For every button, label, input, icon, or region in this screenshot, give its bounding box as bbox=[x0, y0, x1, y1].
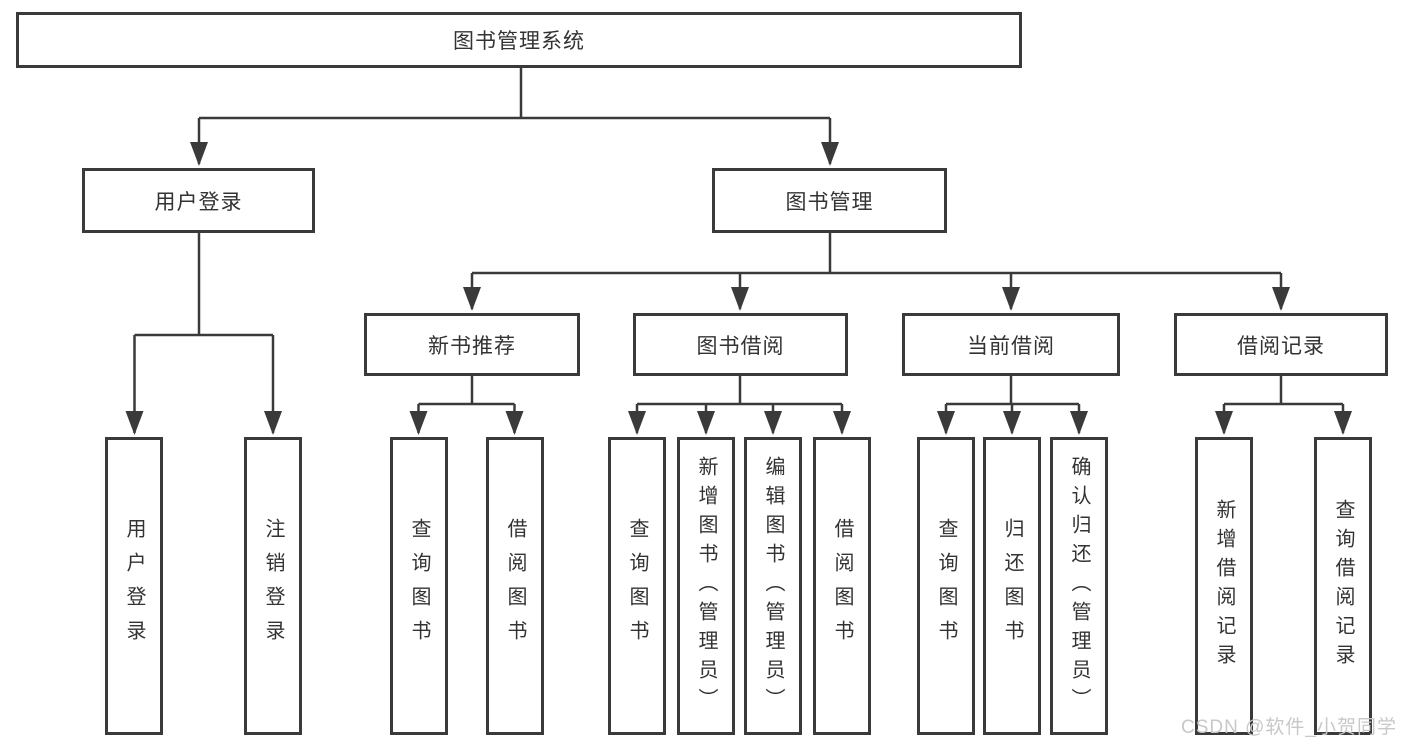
csdn-watermark: CSDN @软件_小贺同学 bbox=[1181, 717, 1397, 738]
leaf-add-books-admin: 新增图书（管理员） bbox=[677, 437, 735, 735]
node-book-management-branch: 图书管理 bbox=[712, 168, 947, 233]
leaf-borrow-books: 借阅图书 bbox=[813, 437, 871, 735]
leaf-query-borrow-record: 查询借阅记录 bbox=[1314, 437, 1372, 735]
leaf-label: 归还图书 bbox=[1001, 518, 1023, 654]
node-label: 新书推荐 bbox=[428, 334, 516, 358]
leaf-user-login: 用户登录 bbox=[105, 437, 163, 735]
leaf-query-books-borrow: 查询图书 bbox=[608, 437, 666, 735]
node-label: 图书借阅 bbox=[696, 334, 785, 358]
leaf-logout: 注销登录 bbox=[244, 437, 302, 735]
node-new-book-recommend: 新书推荐 bbox=[364, 313, 580, 376]
node-borrow-records: 借阅记录 bbox=[1174, 313, 1388, 376]
leaf-label: 确认归还（管理员） bbox=[1068, 455, 1090, 717]
leaf-label: 查询图书 bbox=[408, 518, 430, 654]
leaf-label: 查询借阅记录 bbox=[1332, 499, 1354, 673]
leaf-query-books-recommend: 查询图书 bbox=[390, 437, 448, 735]
node-book-borrow: 图书借阅 bbox=[633, 313, 848, 376]
leaf-query-books-current: 查询图书 bbox=[917, 437, 975, 735]
leaf-confirm-return-admin: 确认归还（管理员） bbox=[1050, 437, 1108, 735]
leaf-label: 注销登录 bbox=[262, 518, 284, 654]
leaf-add-borrow-record: 新增借阅记录 bbox=[1195, 437, 1253, 735]
leaf-label: 查询图书 bbox=[935, 518, 957, 654]
node-label: 图书管理 bbox=[785, 190, 874, 214]
node-current-borrow: 当前借阅 bbox=[902, 313, 1120, 376]
node-user-login-branch: 用户登录 bbox=[82, 168, 315, 233]
node-label: 借阅记录 bbox=[1237, 334, 1325, 358]
node-label: 用户登录 bbox=[154, 190, 243, 214]
node-root: 图书管理系统 bbox=[16, 12, 1022, 68]
leaf-edit-books-admin: 编辑图书（管理员） bbox=[744, 437, 802, 735]
leaf-label: 借阅图书 bbox=[504, 518, 526, 654]
node-label: 当前借阅 bbox=[967, 334, 1055, 358]
leaf-borrow-books-recommend: 借阅图书 bbox=[486, 437, 544, 735]
node-root-label: 图书管理系统 bbox=[453, 30, 585, 53]
leaf-label: 新增图书（管理员） bbox=[695, 455, 717, 717]
leaf-label: 编辑图书（管理员） bbox=[762, 455, 784, 717]
leaf-label: 查询图书 bbox=[626, 518, 648, 654]
leaf-return-books: 归还图书 bbox=[983, 437, 1041, 735]
leaf-label: 用户登录 bbox=[123, 518, 145, 654]
leaf-label: 新增借阅记录 bbox=[1213, 499, 1235, 673]
leaf-label: 借阅图书 bbox=[831, 518, 853, 654]
